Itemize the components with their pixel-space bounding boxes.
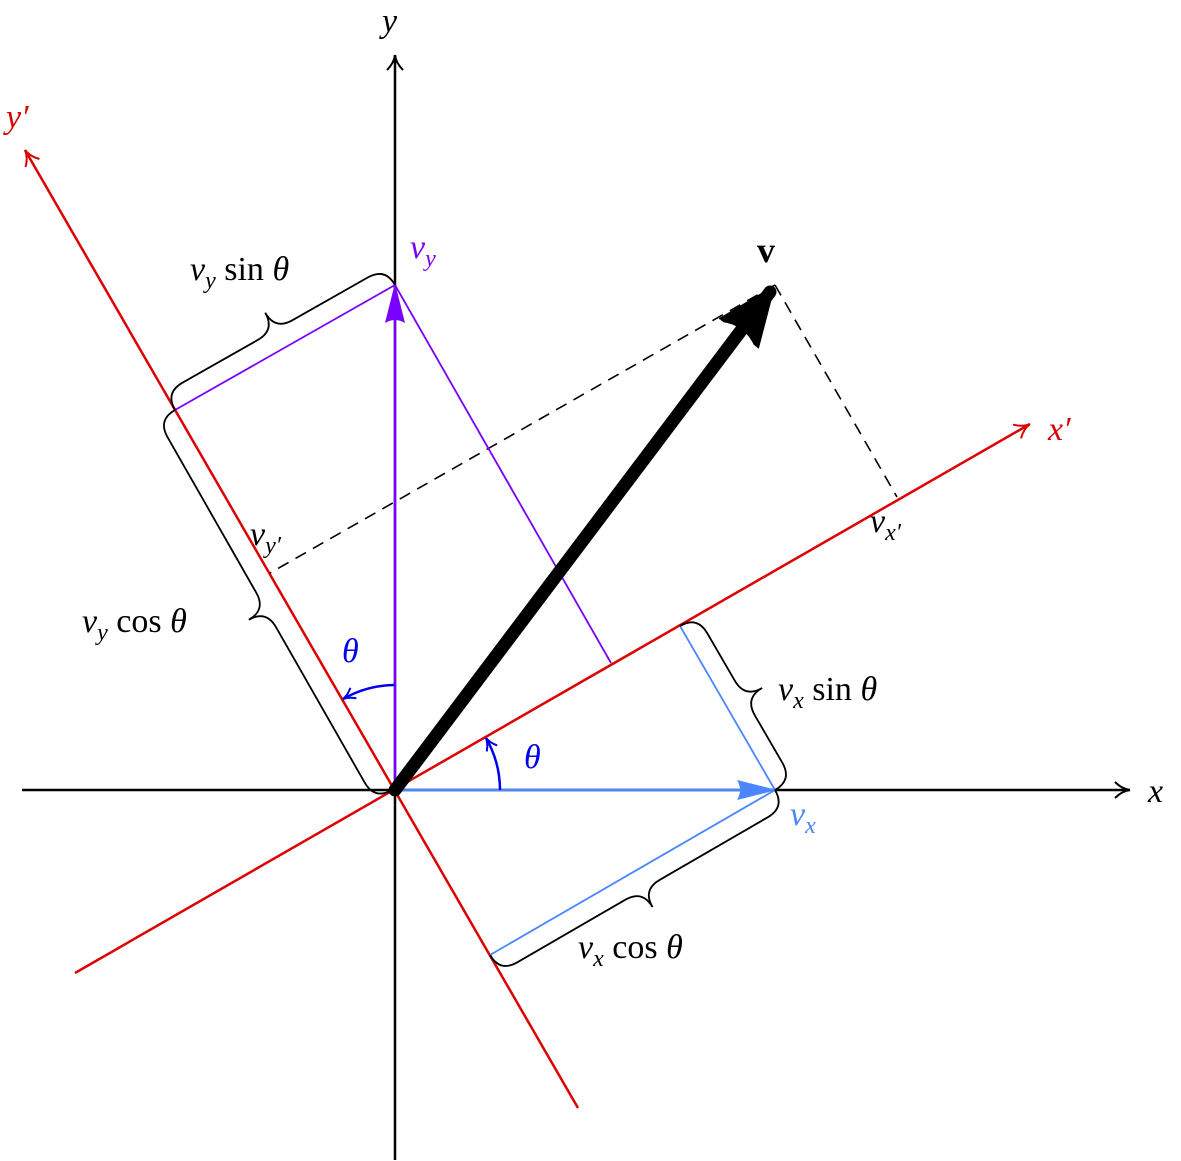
vy-label: vy bbox=[410, 229, 436, 272]
theta-label-y: θ bbox=[342, 633, 359, 670]
brace-vy-sin bbox=[170, 273, 396, 411]
vy-prime-label: vy′ bbox=[250, 516, 282, 559]
y-axis-label: y bbox=[379, 3, 398, 40]
theta-label-x: θ bbox=[524, 739, 541, 776]
brace-vy-cos bbox=[163, 409, 393, 795]
theta-arc-x bbox=[484, 737, 502, 791]
brace-vx-sin bbox=[679, 621, 787, 791]
origin-point bbox=[389, 784, 401, 796]
vector-v bbox=[388, 285, 777, 797]
vx-sin-theta-label: vx sin θ bbox=[778, 671, 877, 714]
theta-arc-y bbox=[342, 683, 396, 701]
y-prime-axis-label: y′ bbox=[3, 99, 29, 136]
projection-vy-to-x-prime bbox=[394, 284, 612, 664]
vy-sin-theta-label: vy sin θ bbox=[190, 251, 289, 294]
vy-cos-theta-label: vy cos θ bbox=[82, 603, 187, 646]
projection-v-to-x-prime bbox=[774, 284, 898, 498]
x-prime-axis-label: x′ bbox=[1047, 411, 1071, 448]
y-prime-axis bbox=[23, 149, 580, 1109]
vx-prime-label: vx′ bbox=[870, 503, 902, 546]
projection-vy-to-y-prime bbox=[174, 284, 396, 411]
projection-vx-to-y-prime bbox=[489, 789, 776, 956]
x-prime-axis bbox=[74, 422, 1031, 975]
x-axis-label: x bbox=[1147, 773, 1163, 810]
vx-label: vx bbox=[790, 796, 816, 839]
vector-v-label: v bbox=[757, 230, 775, 270]
vx-cos-theta-label: vx cos θ bbox=[578, 929, 683, 972]
brace-vx-cos bbox=[489, 789, 780, 967]
projection-vx-to-x-prime bbox=[679, 625, 776, 791]
projection-v-to-y-prime bbox=[269, 284, 776, 574]
